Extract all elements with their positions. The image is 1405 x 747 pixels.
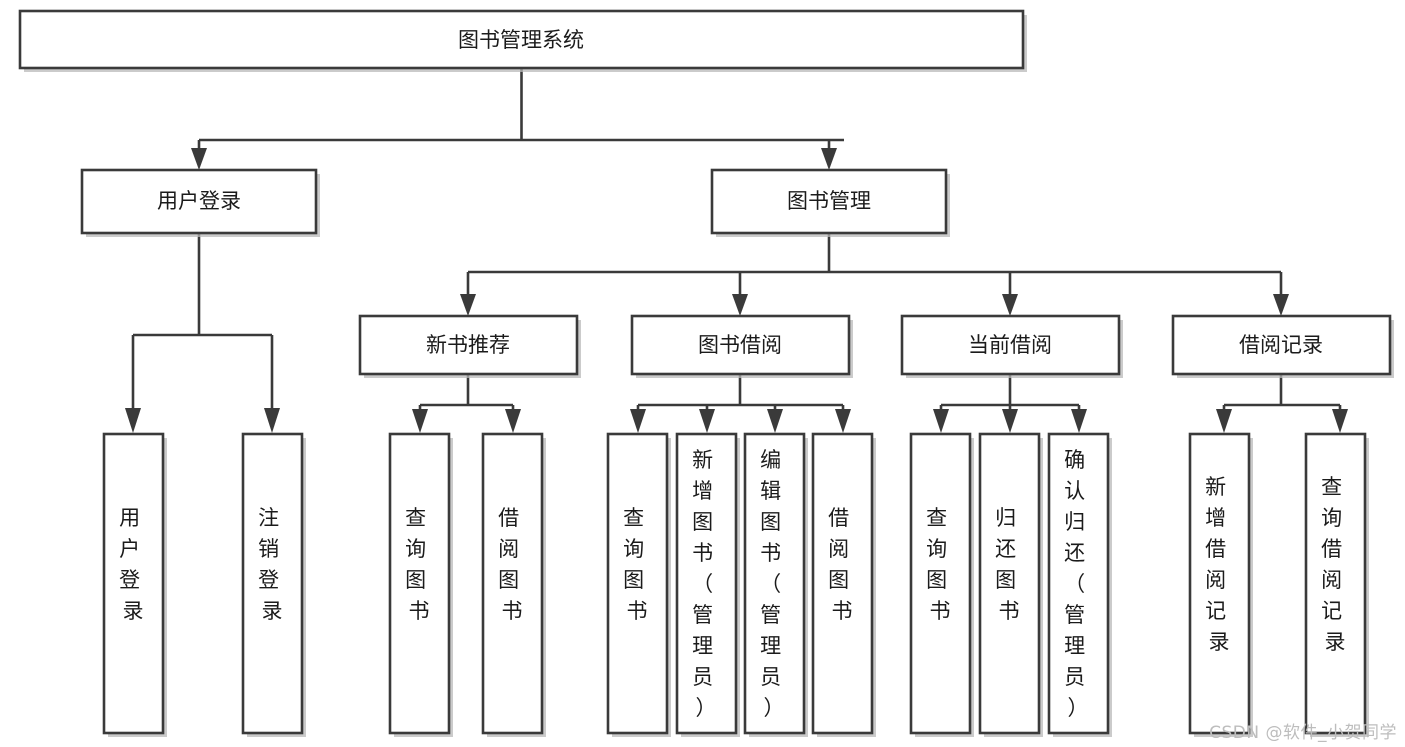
arrowhead-user-login — [191, 148, 207, 170]
leaf-add-borrow-record-box — [1188, 432, 1251, 735]
current-borrow-box — [900, 314, 1121, 376]
leaf-edit-book-admin-label: 编 辑 图 书 （ 管 理 员 ） — [760, 448, 788, 720]
book-borrow-label: 图书借阅 — [698, 333, 782, 357]
arrowhead-leaf-confirm-return-admin — [1071, 409, 1087, 433]
node-leaf-query-book-3[interactable]: 查 询 图 书 — [909, 432, 974, 737]
leaf-user-login-box — [102, 432, 165, 735]
arrowhead-leaf-borrow-book-1 — [505, 409, 521, 433]
leaf-add-book-admin-box — [675, 432, 738, 735]
leaf-borrow-book-2-box — [811, 432, 874, 735]
current-borrow-label: 当前借阅 — [968, 333, 1052, 357]
borrow-record-label: 借阅记录 — [1239, 333, 1323, 357]
leaf-query-book-2-label: 查 询 图 书 — [623, 506, 651, 623]
leaf-edit-book-admin-box — [743, 432, 806, 735]
connector-layer — [125, 68, 1348, 433]
arrowhead-leaf-edit-book-admin — [767, 409, 783, 433]
node-leaf-add-borrow-record[interactable]: 新 增 借 阅 记 录 — [1188, 432, 1253, 737]
leaf-borrow-book-1-label: 借 阅 图 书 — [498, 506, 526, 623]
arrowhead-current-borrow — [1002, 294, 1018, 316]
node-new-book-recommend[interactable]: 新书推荐 — [358, 314, 581, 378]
new-book-recommend-label: 新书推荐 — [426, 333, 510, 357]
arrowhead-leaf-borrow-book-2 — [835, 409, 851, 433]
node-current-borrow[interactable]: 当前借阅 — [900, 314, 1123, 378]
leaf-user-login-label: 用 户 登 录 — [119, 506, 147, 623]
leaf-return-book-label: 归 还 图 书 — [995, 506, 1023, 623]
arrowhead-leaf-user-logout — [264, 408, 280, 433]
user-login-label: 用户登录 — [157, 189, 241, 213]
leaf-user-logout-box — [241, 432, 304, 735]
node-leaf-query-book-2[interactable]: 查 询 图 书 — [606, 432, 671, 737]
root-label: 图书管理系统 — [458, 28, 584, 52]
node-leaf-borrow-book-1[interactable]: 借 阅 图 书 — [481, 432, 546, 737]
leaf-confirm-return-admin-label: 确 认 归 还 （ 管 理 员 ） — [1064, 448, 1092, 720]
node-leaf-query-book-1[interactable]: 查 询 图 书 — [388, 432, 453, 737]
new-book-recommend-box — [358, 314, 579, 376]
leaf-borrow-book-1-box — [481, 432, 544, 735]
root-box — [18, 9, 1025, 70]
arrowhead-leaf-query-borrow-record — [1332, 409, 1348, 433]
leaf-user-logout-label: 注 销 登 录 — [258, 506, 286, 623]
leaf-add-book-admin-label: 新 增 图 书 （ 管 理 员 ） — [692, 448, 720, 720]
arrowhead-leaf-query-book-3 — [933, 409, 949, 433]
node-book-borrow[interactable]: 图书借阅 — [630, 314, 853, 378]
node-user-login[interactable]: 用户登录 — [80, 168, 320, 237]
leaf-add-borrow-record-label: 新 增 借 阅 记 录 — [1205, 475, 1233, 654]
arrowhead-borrow-record — [1273, 294, 1289, 316]
borrow-record-box — [1171, 314, 1392, 376]
leaf-query-borrow-record-label: 查 询 借 阅 记 录 — [1321, 475, 1349, 654]
node-borrow-record[interactable]: 借阅记录 — [1171, 314, 1394, 378]
csdn-watermark: CSDN @软件_小贺同学 — [1209, 723, 1397, 743]
arrowhead-leaf-query-book-2 — [630, 409, 646, 433]
arrowhead-leaf-return-book — [1002, 409, 1018, 433]
leaf-return-book-box — [978, 432, 1041, 735]
node-leaf-return-book[interactable]: 归 还 图 书 — [978, 432, 1043, 737]
book-management-box — [710, 168, 948, 235]
leaf-borrow-book-2-label: 借 阅 图 书 — [828, 506, 856, 623]
leaf-query-borrow-record-box — [1304, 432, 1367, 735]
node-leaf-user-logout[interactable]: 注 销 登 录 — [241, 432, 306, 737]
arrowhead-new-book-recommend — [460, 294, 476, 316]
book-borrow-box — [630, 314, 851, 376]
leaf-query-book-2-box — [606, 432, 669, 735]
leaf-query-book-1-label: 查 询 图 书 — [405, 506, 433, 623]
leaf-query-book-1-box — [388, 432, 451, 735]
node-leaf-confirm-return-admin[interactable]: 确 认 归 还 （ 管 理 员 ） — [1047, 432, 1112, 737]
user-login-box — [80, 168, 318, 235]
arrowhead-leaf-user-login — [125, 408, 141, 433]
node-leaf-add-book-admin[interactable]: 新 增 图 书 （ 管 理 员 ） — [675, 432, 740, 737]
node-leaf-user-login[interactable]: 用 户 登 录 — [102, 432, 167, 737]
leaf-confirm-return-admin-box — [1047, 432, 1110, 735]
node-leaf-borrow-book-2[interactable]: 借 阅 图 书 — [811, 432, 876, 737]
arrowhead-book-borrow — [732, 294, 748, 316]
arrowhead-leaf-add-book-admin — [699, 409, 715, 433]
arrowhead-leaf-add-borrow-record — [1216, 409, 1232, 433]
arrowhead-leaf-query-book-1 — [412, 409, 428, 433]
leaf-query-book-3-label: 查 询 图 书 — [926, 506, 954, 623]
arrowhead-book-management — [821, 148, 837, 170]
node-leaf-edit-book-admin[interactable]: 编 辑 图 书 （ 管 理 员 ） — [743, 432, 808, 737]
leaf-query-book-3-box — [909, 432, 972, 735]
book-management-label: 图书管理 — [787, 189, 871, 213]
node-book-management[interactable]: 图书管理 — [710, 168, 950, 237]
node-root[interactable]: 图书管理系统 — [18, 9, 1027, 72]
node-leaf-query-borrow-record[interactable]: 查 询 借 阅 记 录 — [1304, 432, 1369, 737]
